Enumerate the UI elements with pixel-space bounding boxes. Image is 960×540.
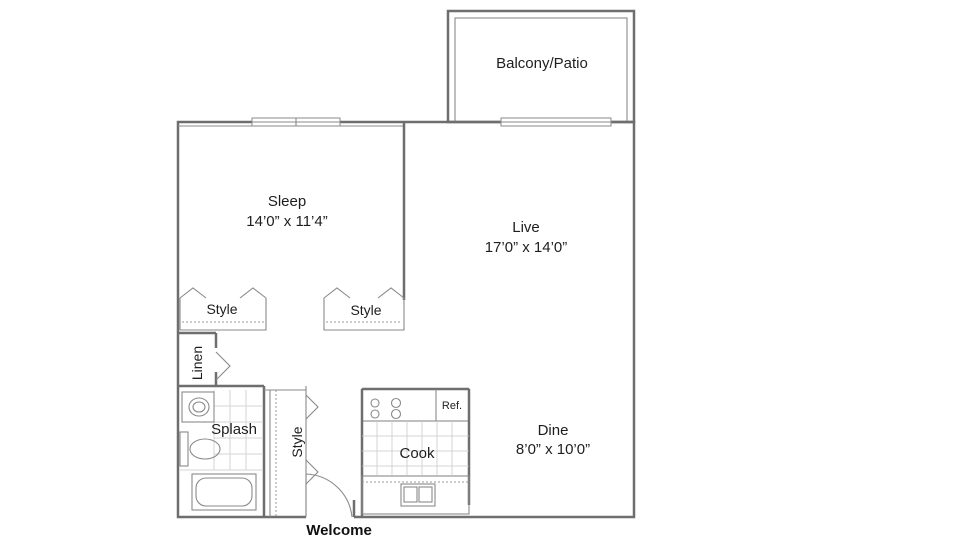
bathroom [179,386,266,517]
room-dims-dine: 8’0” x 10’0” [516,441,590,458]
appliance-label-fridge: Ref. [442,400,462,412]
room-label-balcony: Balcony/Patio [496,55,588,72]
interior-walls-left [178,331,264,388]
room-label-sleep: Sleep [268,193,306,210]
room-label-splash: Splash [211,421,257,438]
closet-label-style-left: Style [206,301,237,317]
room-dims-live: 17’0” x 14’0” [485,239,568,256]
closet-label-style-right: Style [350,302,381,318]
closet-style-right [323,287,405,331]
closet-style-left [179,287,267,331]
room-dims-sleep: 14’0” x 11’4” [246,213,327,230]
room-label-live: Live [512,219,540,236]
room-label-cook: Cook [399,445,435,462]
entry-door [305,473,356,520]
closet-label-style-vertical: Style [289,426,305,457]
window-sleep [251,117,341,127]
entry-label-welcome: Welcome [306,522,372,539]
room-label-dine: Dine [538,422,569,439]
kitchen [360,387,471,517]
window-live [500,117,612,127]
closet-label-linen: Linen [189,346,205,380]
